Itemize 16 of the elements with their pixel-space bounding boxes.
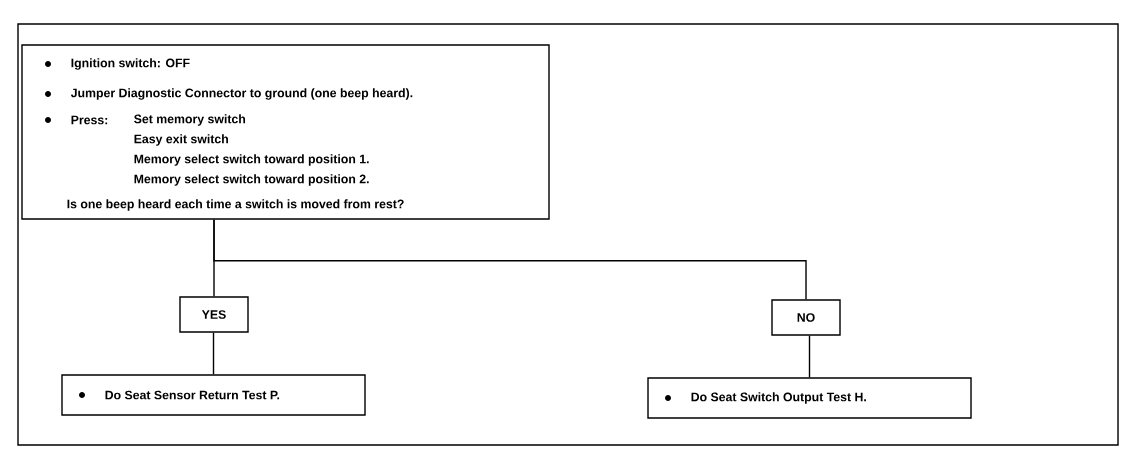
connector-line (212, 332, 215, 375)
instruction-text: Set memory switch (134, 114, 246, 126)
instruction-text: Jumper Diagnostic Connector to ground (one beep heard). (70, 88, 413, 100)
instruction-text: Memory select switch toward position 1. (134, 154, 369, 166)
instruction-text: Is one beep heard each time a switch is moved from rest? (67, 199, 404, 211)
action-box: Do Seat Switch Output Test H. (647, 377, 972, 419)
instruction-text: Ignition switch: OFF (71, 58, 190, 70)
connector-line (808, 335, 811, 378)
action-box: Do Seat Sensor Return Test P. (61, 374, 366, 416)
connector-line (213, 219, 807, 300)
answer-box: YES (179, 296, 249, 333)
instruction-text: Memory select switch toward position 2. (134, 174, 369, 186)
instruction-box (21, 44, 550, 220)
instruction-text: Press: (71, 115, 108, 125)
instruction-text: Easy exit switch (134, 134, 228, 146)
answer-box: NO (771, 299, 841, 336)
